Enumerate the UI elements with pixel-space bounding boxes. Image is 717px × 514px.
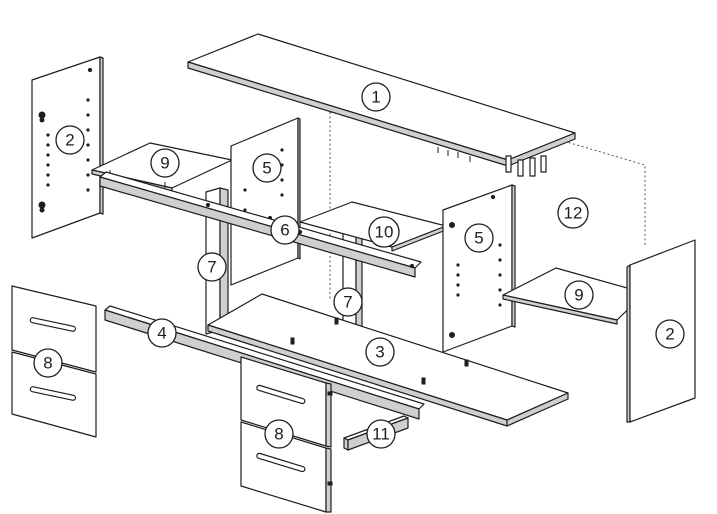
callout-5-left-label: 5	[262, 159, 271, 178]
callout-1: 1	[361, 82, 391, 112]
drawer-left-handle-bottom	[29, 386, 77, 401]
callout-10: 10	[368, 216, 400, 248]
callout-10-label: 10	[375, 223, 394, 242]
middle-divider-right	[442, 184, 516, 353]
drawer-left-handle-top	[29, 317, 77, 332]
callout-11-label: 11	[372, 425, 390, 444]
callout-12: 12	[557, 197, 589, 229]
upper-rail	[99, 171, 422, 278]
callout-5-right-label: 5	[474, 229, 483, 248]
callout-6: 6	[270, 215, 300, 245]
callout-5-right: 5	[464, 223, 494, 253]
callout-5-left: 5	[252, 153, 282, 183]
callout-3: 3	[365, 337, 395, 367]
callout-6-label: 6	[280, 221, 289, 240]
callout-8-left-label: 8	[43, 354, 52, 373]
callout-2-right: 2	[655, 319, 685, 349]
callout-11: 11	[366, 419, 396, 449]
callout-4: 4	[147, 318, 177, 348]
callout-1-label: 1	[371, 88, 380, 107]
callout-9-left-label: 9	[160, 154, 169, 173]
callout-9-right-label: 9	[574, 286, 583, 305]
callout-2-right-label: 2	[665, 325, 674, 344]
callout-7-right-label: 7	[343, 293, 352, 312]
drawer-left	[11, 285, 97, 438]
callout-2-left: 2	[55, 125, 85, 155]
callout-12-label: 12	[564, 204, 583, 223]
left-side-holes	[38, 67, 93, 213]
callout-8-right-label: 8	[274, 425, 283, 444]
drawer-right-handle-top	[256, 384, 306, 405]
middle-divider-left	[230, 117, 301, 286]
drawer-right-handle-bottom	[256, 452, 306, 473]
callout-3-label: 3	[375, 343, 384, 362]
callout-4-label: 4	[157, 324, 166, 343]
callout-8-right: 8	[264, 419, 294, 449]
callout-9-left: 9	[150, 148, 180, 178]
drawer-right	[240, 356, 333, 513]
callout-2-left-label: 2	[65, 131, 74, 150]
callout-8-left: 8	[33, 348, 63, 378]
callout-9-right: 9	[564, 280, 594, 310]
callout-7-left-label: 7	[207, 258, 216, 277]
callout-7-left: 7	[197, 252, 227, 282]
callout-7-right: 7	[333, 287, 363, 317]
top-panel-dowels	[437, 147, 547, 177]
